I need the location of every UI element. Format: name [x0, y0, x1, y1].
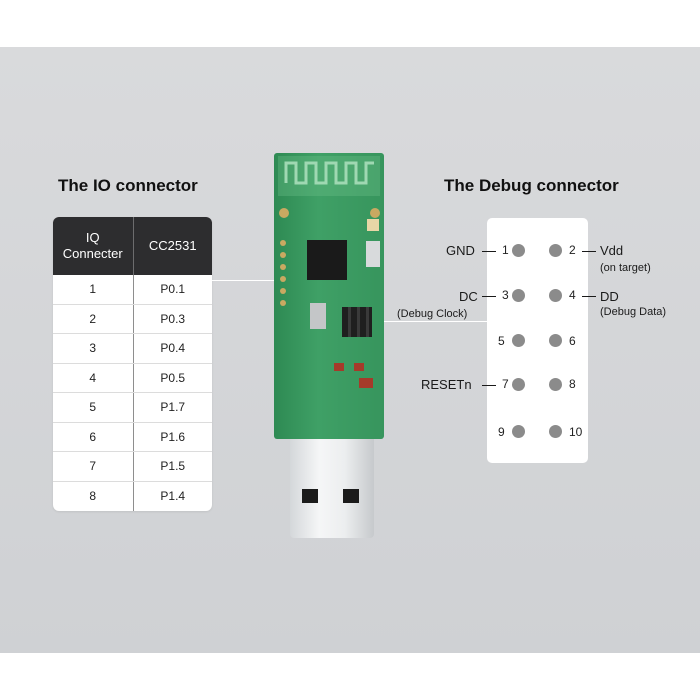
pin-number: 3 [502, 288, 509, 302]
port-cell: P1.4 [160, 489, 186, 504]
table-row: 3 P0.4 [53, 334, 212, 364]
pin-3-dot [512, 289, 525, 302]
io-leader-line [212, 280, 286, 281]
dc-label: DC [459, 289, 478, 304]
io-connector-title: The IO connector [58, 176, 198, 195]
pin-number-cell: 2 [53, 304, 134, 333]
pin-9-dot [512, 425, 525, 438]
pin-6-dot [549, 334, 562, 347]
pin-number: 9 [498, 425, 505, 439]
pin-number-cell: 3 [53, 334, 134, 363]
dd-label: DD [600, 289, 619, 304]
pin-number: 8 [569, 377, 576, 391]
port-cell: P0.3 [160, 311, 186, 326]
pin-1-dot [512, 244, 525, 257]
table-row: 4 P0.5 [53, 363, 212, 393]
dd-sublabel: (Debug Data) [600, 306, 667, 318]
pin-leader-dc [482, 296, 496, 297]
table-row: 5 P1.7 [53, 393, 212, 423]
port-cell: P0.4 [160, 341, 186, 356]
pin-number: 2 [569, 243, 576, 257]
port-cell: P1.7 [160, 400, 186, 415]
pin-leader-vdd [582, 251, 596, 252]
pin-8-dot [549, 378, 562, 391]
pin-number: 4 [569, 288, 576, 302]
pin-leader-gnd [482, 251, 496, 252]
pin-7-dot [512, 378, 525, 391]
pin-number-cell: 1 [53, 275, 134, 304]
table-row: 8 P1.4 [53, 481, 212, 511]
reset-label: RESETn [421, 377, 472, 392]
port-cell: P0.5 [160, 370, 186, 385]
pin-10-dot [549, 425, 562, 438]
pin-leader-reset [482, 385, 496, 386]
pin-number-cell: 4 [53, 363, 134, 392]
debug-pin-header [342, 307, 372, 337]
cc2531-chip [307, 240, 347, 280]
port-cell: P0.1 [160, 282, 186, 297]
pin-number-cell: 5 [53, 393, 134, 422]
pin-number-cell: 6 [53, 422, 134, 451]
table-row: 6 P1.6 [53, 422, 212, 452]
pcb-board [274, 153, 384, 439]
gnd-label: GND [446, 243, 475, 258]
pin-number: 6 [569, 334, 576, 348]
pcb-antenna-traces [278, 156, 380, 388]
pin-number: 5 [498, 334, 505, 348]
pin-2-dot [549, 244, 562, 257]
usb-contact-slot [343, 489, 359, 503]
vdd-sublabel: (on target) [600, 262, 651, 274]
table-row: 2 P0.3 [53, 304, 212, 334]
vdd-label: Vdd [600, 243, 624, 258]
pin-number: 7 [502, 377, 509, 391]
pin-number: 1 [502, 243, 509, 257]
debug-connector-title: The Debug connector [444, 176, 619, 195]
pin-4-dot [549, 289, 562, 302]
debug-connector-panel: 1 2 3 4 5 6 7 8 9 10 [487, 218, 588, 463]
port-cell: P1.6 [160, 429, 186, 444]
pin-leader-dd [582, 296, 596, 297]
pin-number-cell: 7 [53, 452, 134, 481]
usb-contact-slot [302, 489, 318, 503]
port-cell: P1.5 [160, 459, 186, 474]
table-row: 1 P0.1 [53, 275, 212, 305]
header-cc2531: CC2531 [148, 238, 197, 253]
pin-number-cell: 8 [53, 481, 134, 511]
table-row: 7 P1.5 [53, 452, 212, 482]
pin-5-dot [512, 334, 525, 347]
dc-sublabel: (Debug Clock) [397, 308, 468, 320]
pin-number: 10 [569, 425, 583, 439]
debug-leader-line [372, 321, 487, 322]
